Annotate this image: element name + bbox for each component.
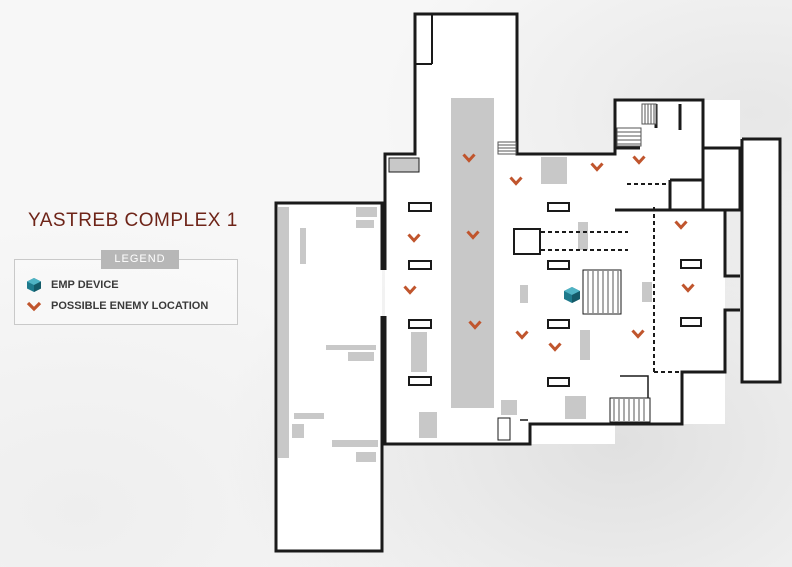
dashed-paths [541,183,682,373]
building-floor [276,14,780,551]
stairs [497,103,657,423]
enemy-chevron-icon [26,301,42,312]
misc-lines [520,375,649,421]
legend: LEGEND EMP DEVICE POSSIBLE ENEMY LOCATIO… [14,250,238,325]
room-block [513,228,541,255]
outer-walls [274,12,782,553]
legend-item-emp-device: EMP DEVICE [26,277,119,293]
right-boxes [680,259,702,327]
legend-item-enemy-location: POSSIBLE ENEMY LOCATION [26,298,208,314]
left-boxes [408,202,432,386]
map-title: YASTREB COMPLEX 1 [28,210,238,231]
legend-header: LEGEND [101,250,179,269]
main-hall-furniture [388,157,652,441]
middle-boxes [547,202,570,387]
left-wing-furniture [278,207,378,462]
central-walkway [451,98,494,408]
emp-device-marker [564,287,580,303]
legend-label-enemy-location: POSSIBLE ENEMY LOCATION [51,300,209,312]
emp-device-icon [27,278,41,292]
legend-label-emp-device: EMP DEVICE [51,279,119,291]
